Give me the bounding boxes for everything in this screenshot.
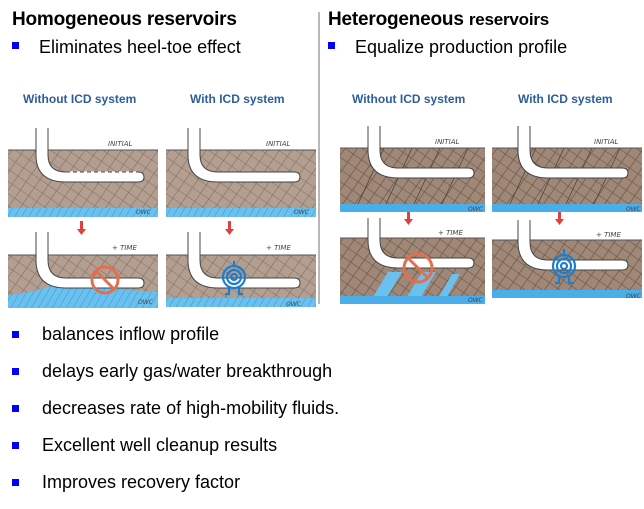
owc-label: OWC <box>294 209 310 216</box>
heterogeneous-bullet: Equalize production profile <box>328 37 567 58</box>
reservoir-sketch: INITIAL OWC + TIME OWC <box>492 126 642 300</box>
owc-label: OWC <box>136 209 152 216</box>
diagram-heterog-without-icd: INITIAL OWC + TIME OWC <box>340 120 485 310</box>
bullet-square-icon <box>12 368 19 375</box>
initial-note: INITIAL <box>108 140 132 148</box>
time-note: + TIME <box>438 229 463 237</box>
water-layer <box>8 208 158 217</box>
label-heterog-with-icd: With ICD system <box>518 92 613 106</box>
water-channel <box>436 274 460 302</box>
owc-label: OWC <box>286 301 302 308</box>
no-symbol-icon <box>90 265 120 295</box>
water-layer <box>492 290 642 298</box>
heterogeneous-bullet-text: Equalize production profile <box>355 37 568 57</box>
water-layer <box>166 208 316 217</box>
water-layer <box>492 204 642 212</box>
label-homog-without-icd: Without ICD system <box>23 92 137 106</box>
time-arrow-icon <box>77 221 86 235</box>
bullet-square-icon <box>12 442 19 449</box>
homogeneous-bullet: Eliminates heel-toe effect <box>12 37 241 58</box>
benefit-text: decreases rate of high-mobility fluids. <box>42 398 340 418</box>
bullet-square-icon <box>328 41 335 49</box>
water-channel <box>370 272 402 302</box>
owc-label: OWC <box>626 206 642 213</box>
owc-label: OWC <box>138 299 154 306</box>
reservoir-sketch: INITIAL OWC + TIME OWC <box>340 126 485 304</box>
label-heterog-without-icd: Without ICD system <box>352 92 466 106</box>
owc-label: OWC <box>468 206 484 213</box>
benefit-item: Excellent well cleanup results <box>12 427 339 464</box>
water-layer <box>340 204 485 212</box>
homogeneous-bullet-text: Eliminates heel-toe effect <box>39 37 241 57</box>
heterogeneous-title-rest: reservoirs <box>468 10 550 29</box>
time-arrow-icon <box>404 212 413 225</box>
initial-note: INITIAL <box>435 138 459 146</box>
reservoir-sketch: INITIAL OWC + TIME OWC <box>166 128 316 308</box>
water-cone <box>8 278 158 308</box>
diagram-homog-with-icd: INITIAL OWC + TIME OWC <box>166 120 316 310</box>
diagram-heterog-with-icd: INITIAL OWC + TIME OWC <box>492 120 642 310</box>
heterogeneous-title-main: Heterogeneous <box>328 9 464 30</box>
heterogeneous-title: Heterogeneous reservoirs <box>328 9 549 31</box>
no-symbol-icon <box>402 252 434 284</box>
owc-label: OWC <box>468 297 484 304</box>
icd-spiral-icon <box>221 261 247 296</box>
time-note: + TIME <box>266 244 291 252</box>
initial-note: INITIAL <box>594 138 618 146</box>
time-arrow-icon <box>555 212 564 225</box>
bullet-square-icon <box>12 331 19 338</box>
water-layer <box>340 296 485 304</box>
homogeneous-title: Homogeneous reservoirs <box>12 9 237 30</box>
time-note: + TIME <box>112 244 137 252</box>
time-arrow-icon <box>225 221 234 235</box>
bullet-square-icon <box>12 405 19 412</box>
time-note: + TIME <box>596 231 621 239</box>
section-divider <box>318 12 320 304</box>
bullet-square-icon <box>12 41 19 49</box>
benefit-text: delays early gas/water breakthrough <box>42 361 333 381</box>
water-layer <box>166 298 316 307</box>
benefit-item: Improves recovery factor <box>12 464 339 501</box>
icd-spiral-icon <box>551 249 577 285</box>
owc-label: OWC <box>626 293 642 300</box>
benefit-text: Improves recovery factor <box>42 472 241 492</box>
benefit-text: Excellent well cleanup results <box>42 435 278 455</box>
benefit-item: balances inflow profile <box>12 316 339 353</box>
benefit-item: delays early gas/water breakthrough <box>12 353 339 390</box>
bullet-square-icon <box>12 479 19 486</box>
benefits-list: balances inflow profile delays early gas… <box>12 316 339 501</box>
benefit-text: balances inflow profile <box>42 324 220 344</box>
diagram-homog-without-icd: INITIAL OWC + TIME OWC <box>8 120 158 310</box>
benefit-item: decreases rate of high-mobility fluids. <box>12 390 339 427</box>
reservoir-sketch: INITIAL OWC + TIME OWC <box>8 128 158 308</box>
initial-note: INITIAL <box>266 140 290 148</box>
label-homog-with-icd: With ICD system <box>190 92 285 106</box>
